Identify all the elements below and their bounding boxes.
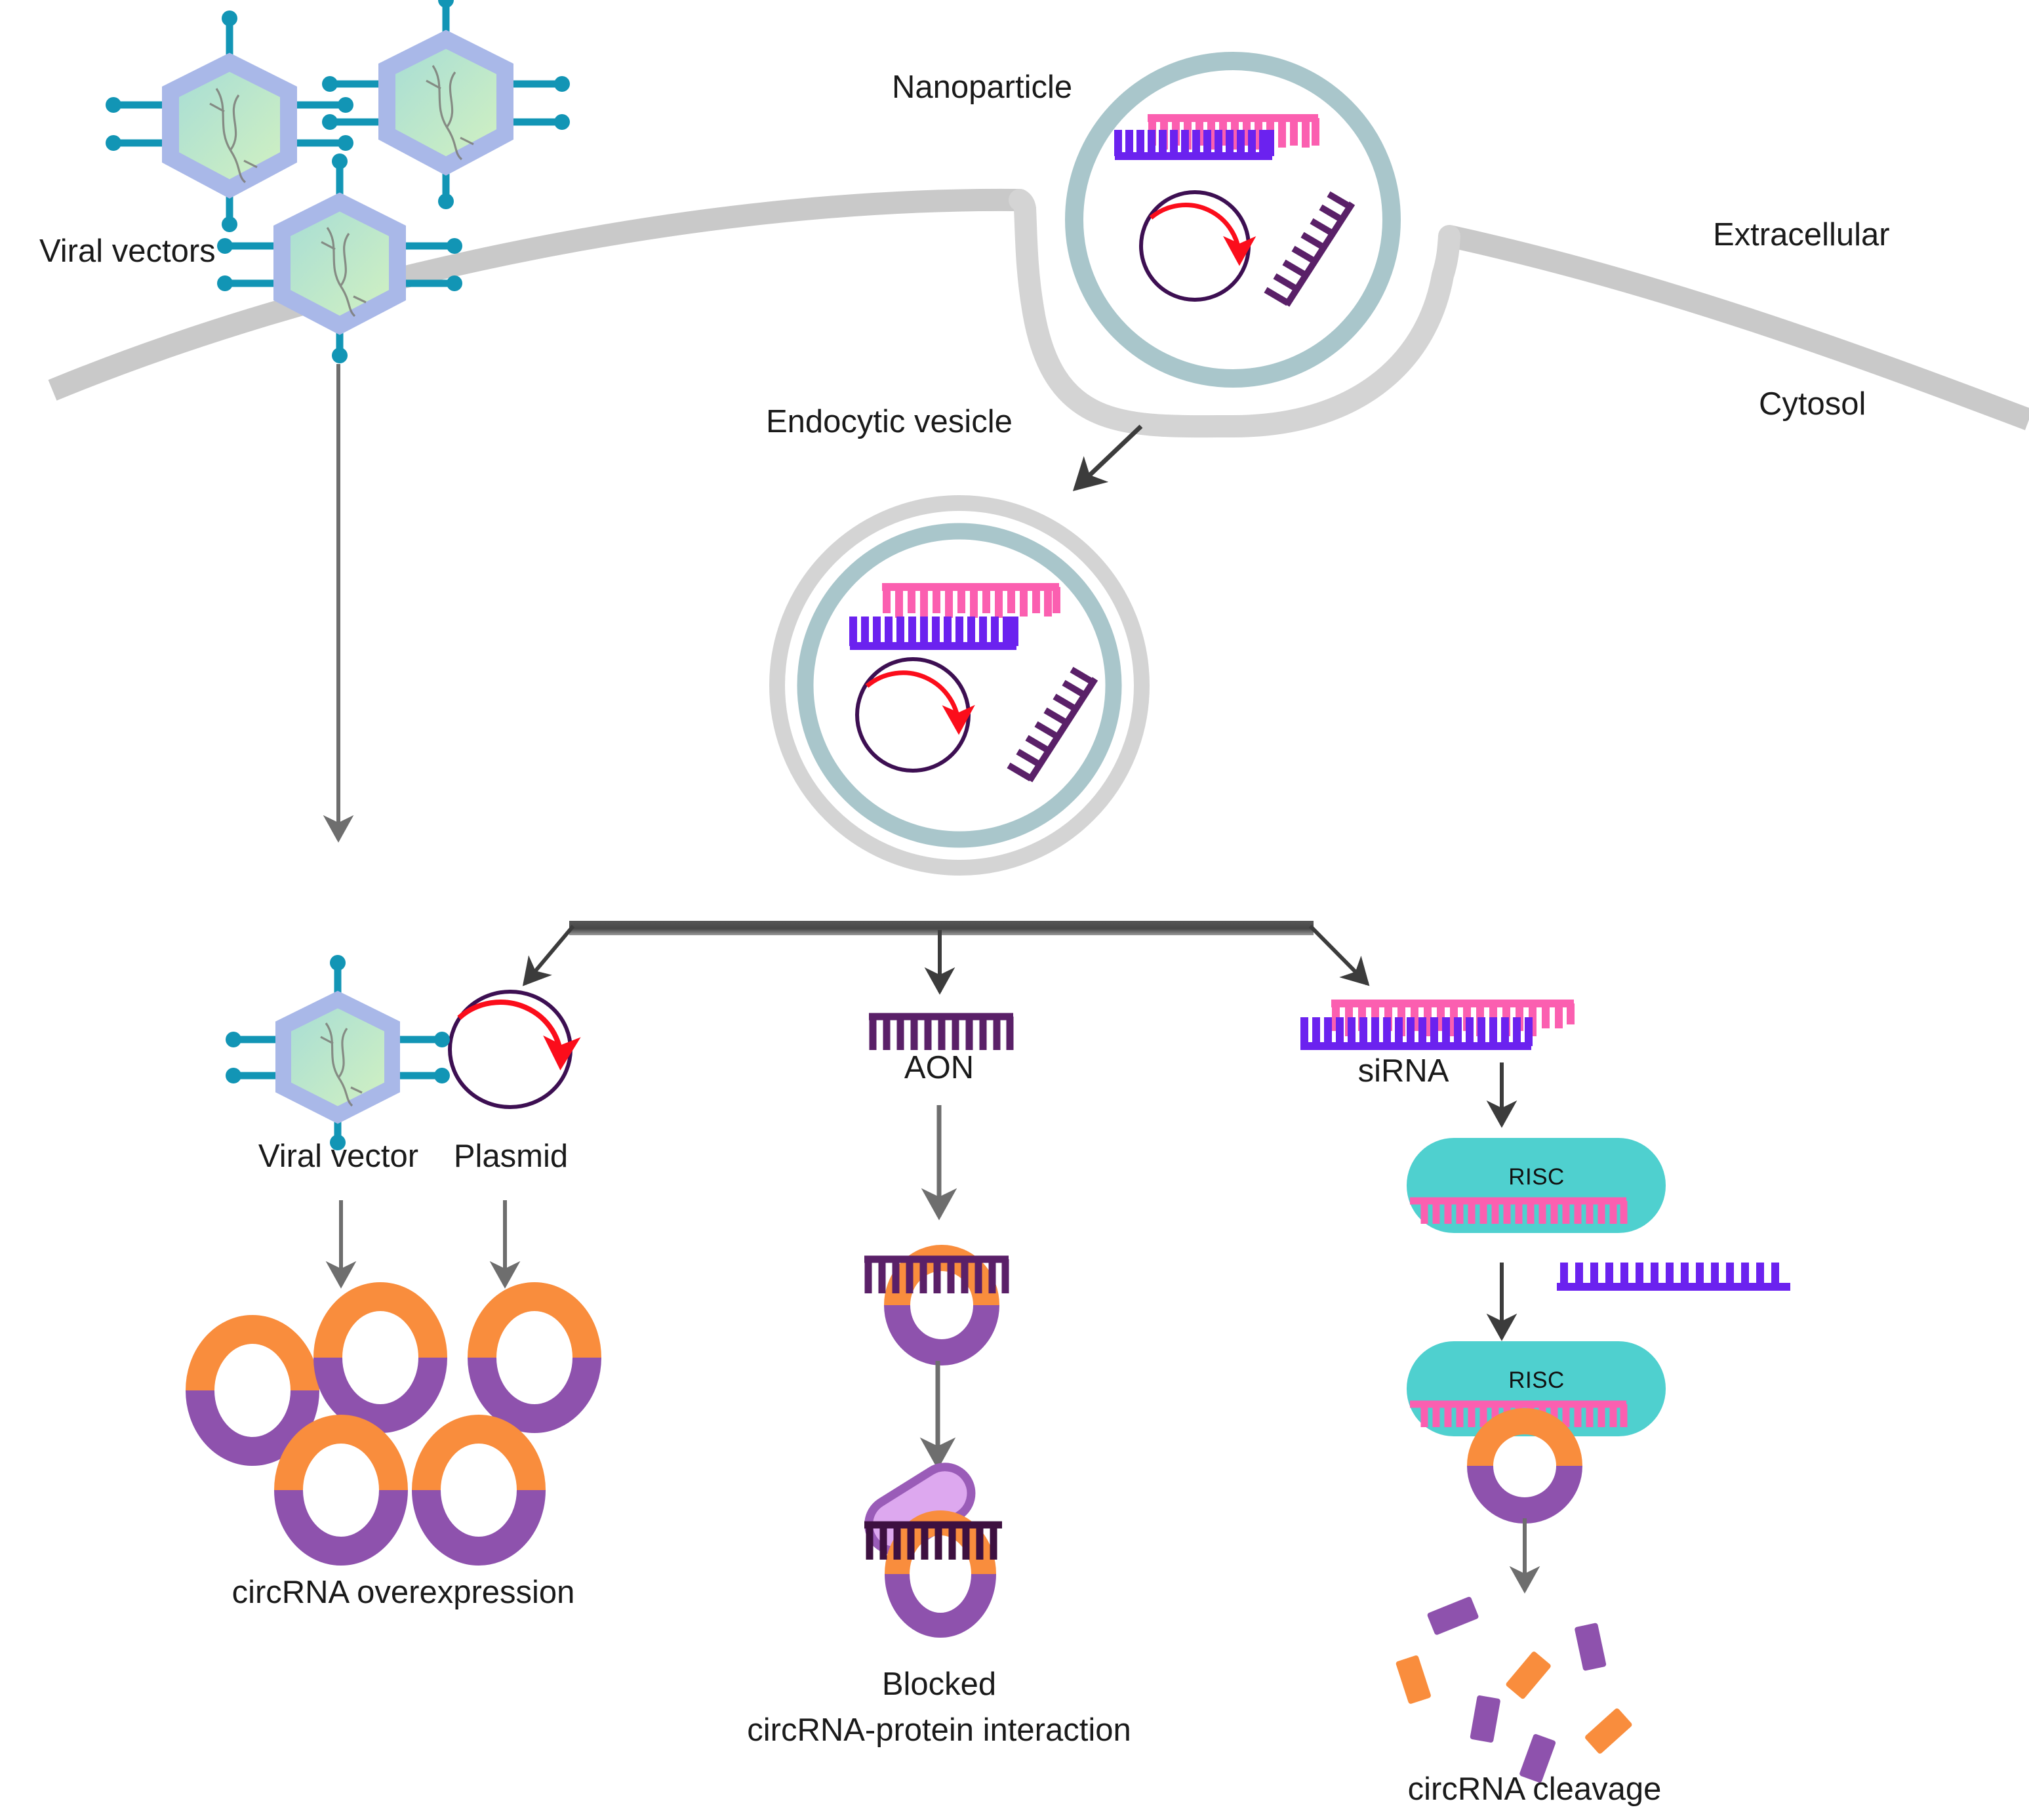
viral-vector-capsid-1 xyxy=(106,10,353,232)
vesicle-plasmid xyxy=(855,657,975,773)
circrna-overexpression-rings xyxy=(186,1282,601,1566)
risc-bound-circrna xyxy=(1467,1408,1582,1524)
label-nanoparticle: Nanoparticle xyxy=(892,70,1073,105)
viral-vector-capsid-2 xyxy=(322,0,570,209)
label-aon: AON xyxy=(904,1050,974,1085)
nanoparticle-aon xyxy=(1264,191,1356,307)
cleavage-fragments xyxy=(1396,1596,1632,1783)
label-cytosol: Cytosol xyxy=(1759,386,1866,422)
aon-bound-circrna xyxy=(864,1245,1009,1365)
label-viral-vectors: Viral vectors xyxy=(39,233,216,269)
label-viral-vector: Viral vector xyxy=(258,1139,419,1174)
label-circrna-cleavage: circRNA cleavage xyxy=(1407,1771,1662,1807)
risc-complex-2 xyxy=(1407,1341,1666,1524)
blocked-complex xyxy=(864,1463,1002,1638)
nanoparticle-plasmid xyxy=(1139,190,1256,302)
label-blocked-line2: circRNA-protein interaction xyxy=(747,1712,1131,1748)
released-passenger-strand xyxy=(1557,1263,1790,1291)
cell-membrane xyxy=(48,188,2029,438)
arrow-nanoparticle-to-vesicle xyxy=(1072,424,1143,491)
label-blocked-line1: Blocked xyxy=(881,1667,997,1702)
label-risc-2: RISC xyxy=(1508,1367,1565,1393)
plasmid-shape xyxy=(448,990,581,1109)
viral-vector-capsid-3 xyxy=(217,153,462,363)
vesicle-aon xyxy=(1007,666,1098,782)
label-sirna: siRNA xyxy=(1357,1053,1449,1089)
branch-bracket xyxy=(522,921,1370,995)
aon-strand-top xyxy=(869,1013,1014,1050)
label-endocytic-vesicle: Endocytic vesicle xyxy=(766,404,1013,439)
label-risc-1: RISC xyxy=(1508,1164,1565,1190)
vesicle-sirna-duplex xyxy=(849,583,1060,650)
nanoparticle-sirna-duplex xyxy=(1114,114,1319,160)
label-plasmid: Plasmid xyxy=(453,1139,569,1174)
label-circrna-overexpression: circRNA overexpression xyxy=(231,1575,575,1610)
label-extracellular: Extracellular xyxy=(1713,217,1890,253)
viral-vector-capsid-bottom xyxy=(226,955,450,1150)
risc-complex-1 xyxy=(1407,1138,1666,1233)
sirna-duplex xyxy=(1300,1000,1575,1050)
